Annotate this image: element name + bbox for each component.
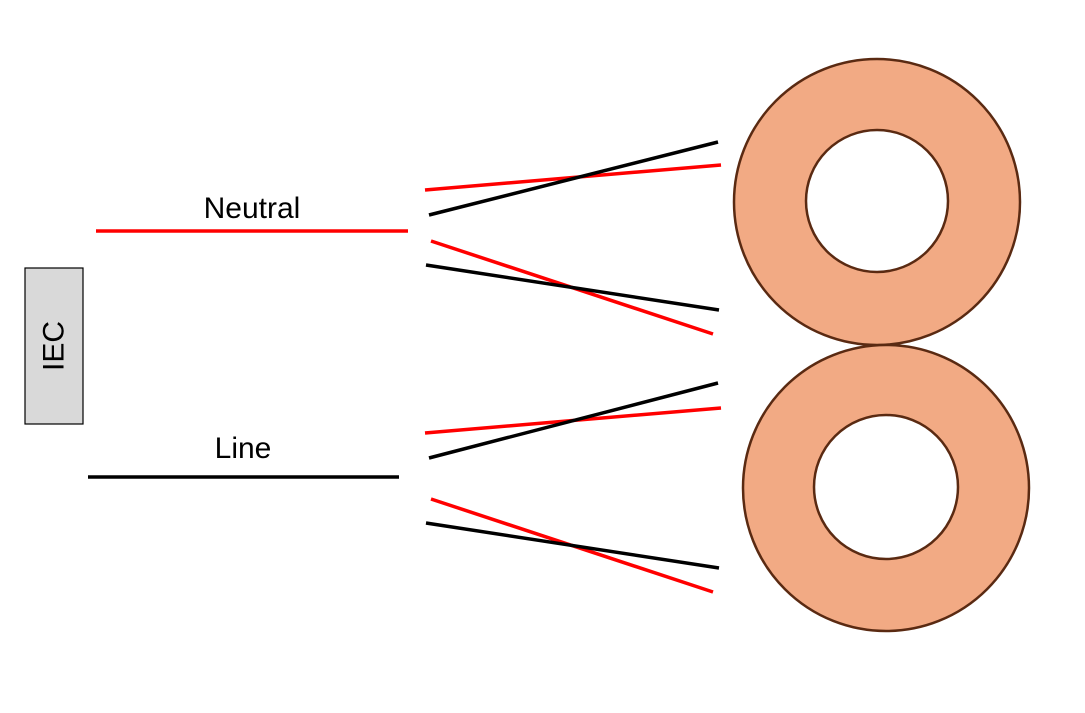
upper-toroid-hole — [804, 128, 950, 274]
iec-box — [24, 267, 84, 425]
upper-lead-black-bottom — [425, 263, 720, 312]
line-label: Line — [215, 432, 272, 465]
upper-toroid-leads — [424, 140, 722, 336]
lower-lead-black-bottom — [425, 521, 720, 570]
lower-lead-black-top — [428, 381, 719, 460]
lower-toroid-hole — [812, 413, 960, 561]
lower-toroid — [741, 343, 1031, 633]
iec-connector: IEC — [24, 267, 84, 425]
lower-toroid-leads — [424, 381, 722, 594]
upper-lead-black-top — [428, 140, 719, 217]
iec-label: IEC — [38, 321, 71, 371]
neutral-wire-group: Neutral — [96, 192, 408, 233]
neutral-label: Neutral — [204, 192, 301, 225]
line-wire-group: Line — [88, 432, 399, 479]
upper-toroid — [732, 57, 1022, 347]
